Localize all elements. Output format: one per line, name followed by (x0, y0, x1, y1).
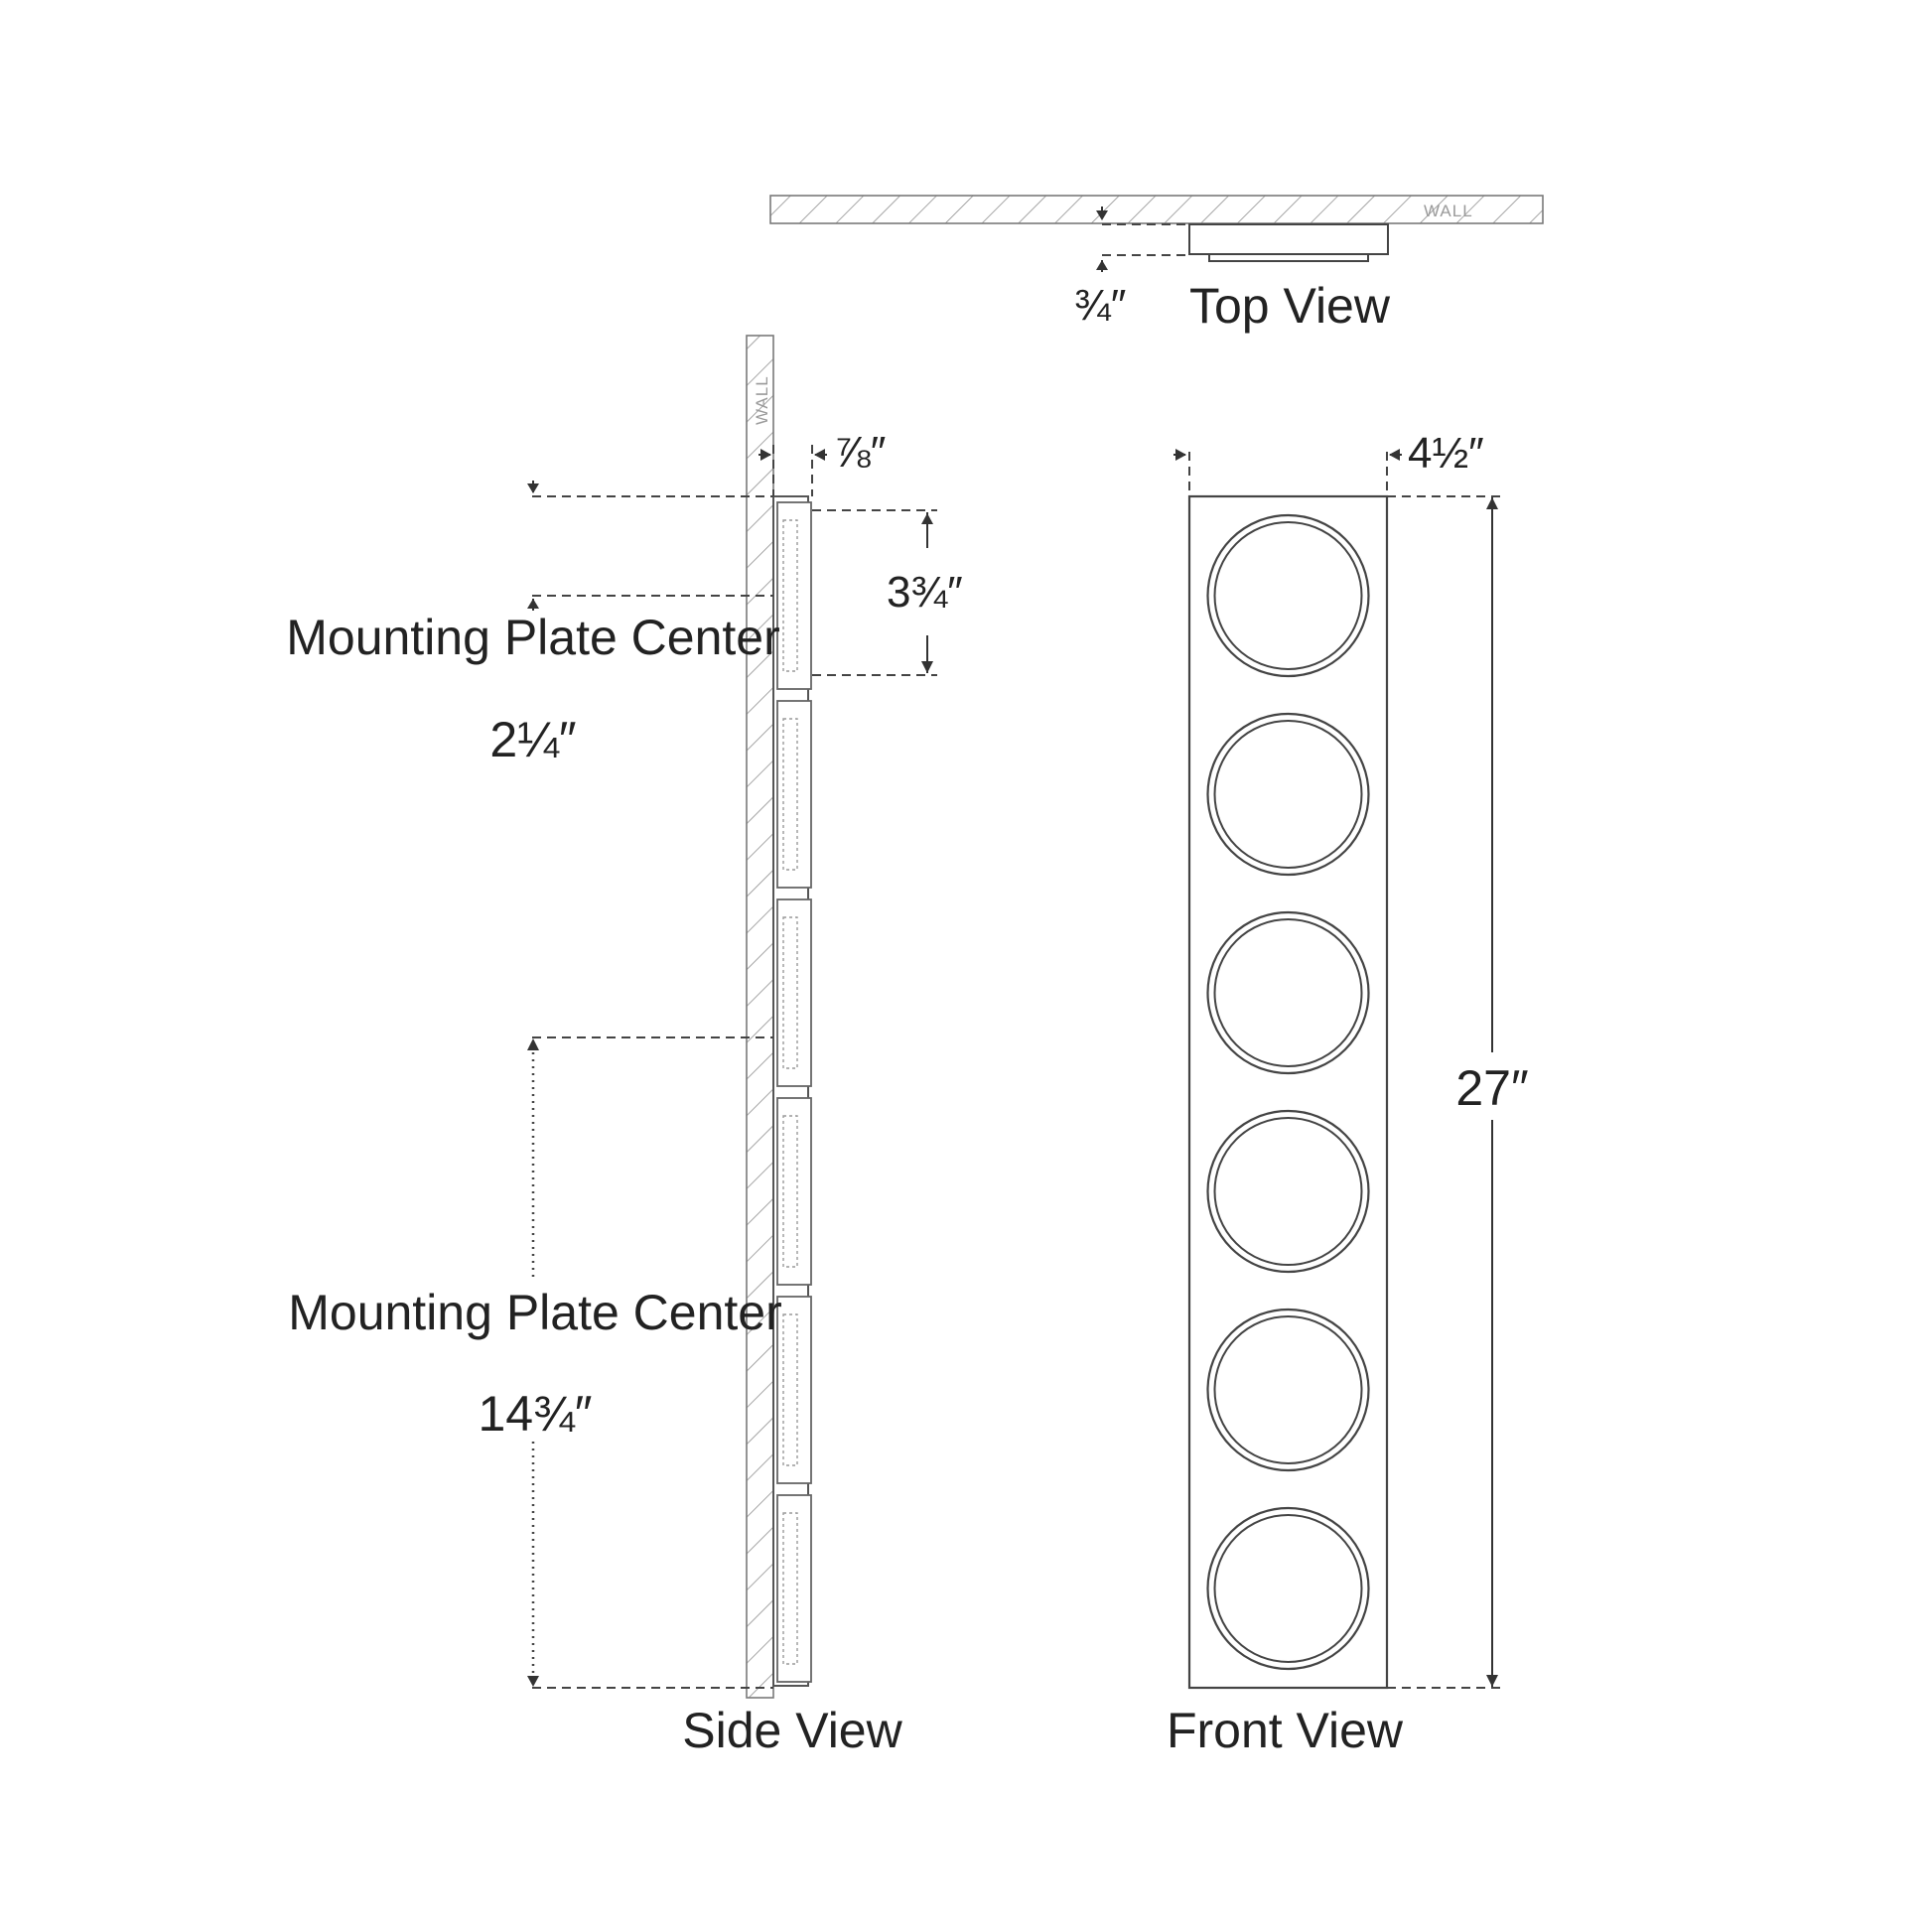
side-lamp-lens (782, 519, 798, 672)
top-view-title: Top View (1189, 278, 1391, 334)
side-wall-label: WALL (753, 375, 771, 425)
backplate-arrow-upper (921, 513, 933, 524)
side-depth-dim: ⅞″ (834, 428, 886, 477)
mount-lower-label: Mounting Plate Center (288, 1285, 782, 1340)
top-view: WALL ¾″ Top View (769, 195, 1544, 334)
side-lamp-module (776, 1494, 812, 1683)
lamp-inner-ring (1213, 1514, 1363, 1663)
side-lamp-lens (782, 1512, 798, 1665)
side-lamp-lens (782, 1115, 798, 1268)
lamp-outer-ring (1206, 712, 1370, 877)
lamp-inner-ring (1213, 720, 1363, 869)
top-depth-dim: ¾″ (1074, 281, 1126, 330)
mount-lower-arrow-upper (527, 1038, 539, 1050)
lamp-outer-ring (1206, 1308, 1370, 1472)
lamp-inner-ring (1213, 1315, 1363, 1464)
side-lamp-module (776, 898, 812, 1087)
overall-arrow-upper (1486, 497, 1498, 509)
mount-top-label: Mounting Plate Center (286, 610, 780, 665)
front-lamps (1206, 513, 1370, 1671)
mount-top-offset-dim: 2¼″ (489, 712, 576, 767)
side-view-title: Side View (682, 1703, 902, 1758)
lamp-inner-ring (1213, 521, 1363, 670)
side-lamp-lens (782, 1313, 798, 1466)
side-lamp-module (776, 1296, 812, 1484)
side-lamp-lens (782, 718, 798, 871)
side-wall-hatch (746, 335, 774, 1699)
front-view: 4½″ 27″ Front View (1167, 429, 1529, 1758)
lamp-outer-ring (1206, 1506, 1370, 1671)
side-depth-arrow-right (814, 449, 825, 461)
mount-lower-arrow-lower (527, 1676, 539, 1687)
front-width-arrow-left (1175, 449, 1186, 461)
top-fixture-lens (1208, 253, 1369, 262)
top-dim-arrow-lower (1096, 260, 1108, 270)
front-view-title: Front View (1167, 1703, 1404, 1758)
top-wall-label: WALL (1424, 202, 1473, 220)
side-fixture-profile (772, 495, 809, 1687)
side-lamp-lens (782, 916, 798, 1069)
top-wall-hatch (769, 195, 1544, 224)
mount-top-arrow-upper (527, 483, 539, 493)
side-lamp-module (776, 700, 812, 889)
overall-height-dim: 27″ (1455, 1060, 1528, 1116)
backplate-height-dim: 3¾″ (887, 568, 963, 617)
lamp-outer-ring (1206, 513, 1370, 678)
mount-lower-offset-dim: 14¾″ (478, 1386, 592, 1442)
front-fixture-body (1187, 494, 1389, 1690)
front-width-dim: 4½″ (1408, 429, 1484, 478)
lamp-outer-ring (1206, 1109, 1370, 1274)
backplate-arrow-lower (921, 661, 933, 673)
top-dim-arrow-upper (1096, 210, 1108, 220)
overall-arrow-lower (1486, 1675, 1498, 1687)
mount-top-arrow-lower (527, 599, 539, 609)
front-width-arrow-right (1389, 449, 1400, 461)
side-view: WALL ⅞″ 3¾″ Mounting Plate Center 2¼″ (286, 335, 963, 1758)
top-fixture-body (1188, 223, 1389, 255)
lamp-inner-ring (1213, 918, 1363, 1067)
side-lamp-module (776, 501, 812, 690)
lamp-outer-ring (1206, 910, 1370, 1075)
side-lamp-modules (776, 501, 812, 1683)
lamp-inner-ring (1213, 1117, 1363, 1266)
side-depth-arrow-left (760, 449, 771, 461)
side-lamp-module (776, 1097, 812, 1286)
